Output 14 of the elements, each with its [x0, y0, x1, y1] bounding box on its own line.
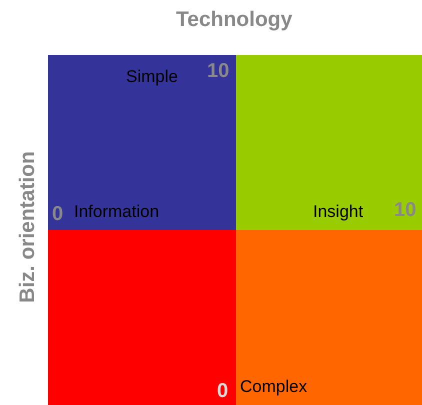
scale-number: 0 — [52, 203, 64, 226]
scale-number: 0 — [217, 380, 228, 403]
axis-title: Technology — [176, 8, 292, 32]
scale-number: 10 — [207, 60, 230, 83]
quadrant — [48, 230, 236, 405]
quadrant — [236, 230, 422, 405]
quadrant — [48, 55, 236, 230]
quadrant-label: Insight — [313, 202, 364, 222]
quadrant-label: Information — [74, 202, 160, 222]
quadrant-label: Simple — [126, 67, 178, 87]
quadrant-label: Complex — [240, 377, 308, 397]
scale-number: 10 — [394, 199, 416, 222]
axis-title: Biz. orientation — [16, 151, 40, 303]
quadrant — [236, 55, 422, 230]
